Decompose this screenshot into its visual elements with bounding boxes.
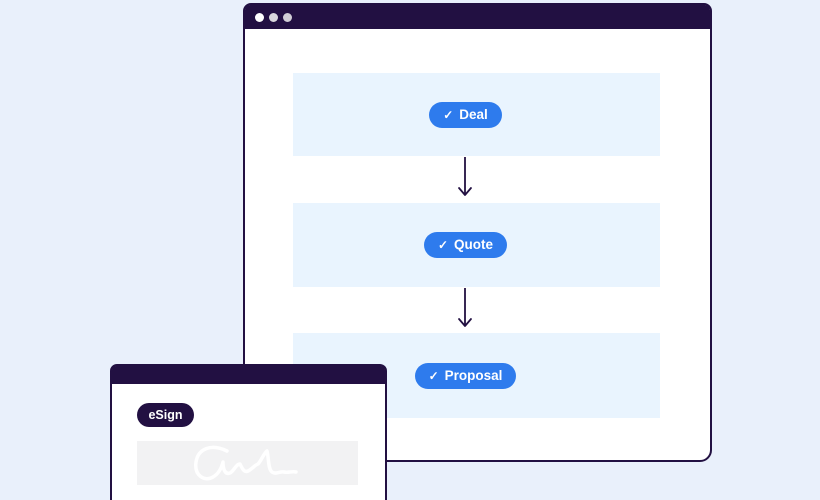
check-icon: ✓	[428, 368, 439, 383]
quote-button-label: Quote	[454, 237, 494, 253]
check-icon: ✓	[437, 238, 449, 252]
esign-window: eSign	[110, 364, 387, 500]
proposal-button-label: Proposal	[444, 367, 503, 383]
window-dot-icon[interactable]	[255, 12, 264, 22]
signature-icon	[194, 445, 298, 481]
esign-window-titlebar	[112, 366, 385, 384]
esign-badge[interactable]: eSign	[137, 403, 194, 427]
deal-button[interactable]: ✓ Deal	[429, 101, 502, 128]
quote-button[interactable]: ✓ Quote	[423, 232, 508, 258]
window-titlebar	[245, 5, 710, 29]
check-icon: ✓	[443, 107, 454, 122]
deal-button-label: Deal	[459, 106, 488, 122]
window-dot-icon[interactable]	[283, 12, 292, 22]
proposal-button[interactable]: ✓ Proposal	[414, 362, 517, 389]
window-dot-icon[interactable]	[269, 12, 278, 22]
workflow-row-deal: ✓ Deal	[293, 73, 660, 156]
arrow-down-icon	[458, 157, 472, 196]
arrow-down-icon	[458, 288, 472, 327]
signature-field[interactable]	[137, 441, 358, 485]
workflow-row-quote: ✓ Quote	[293, 203, 660, 287]
